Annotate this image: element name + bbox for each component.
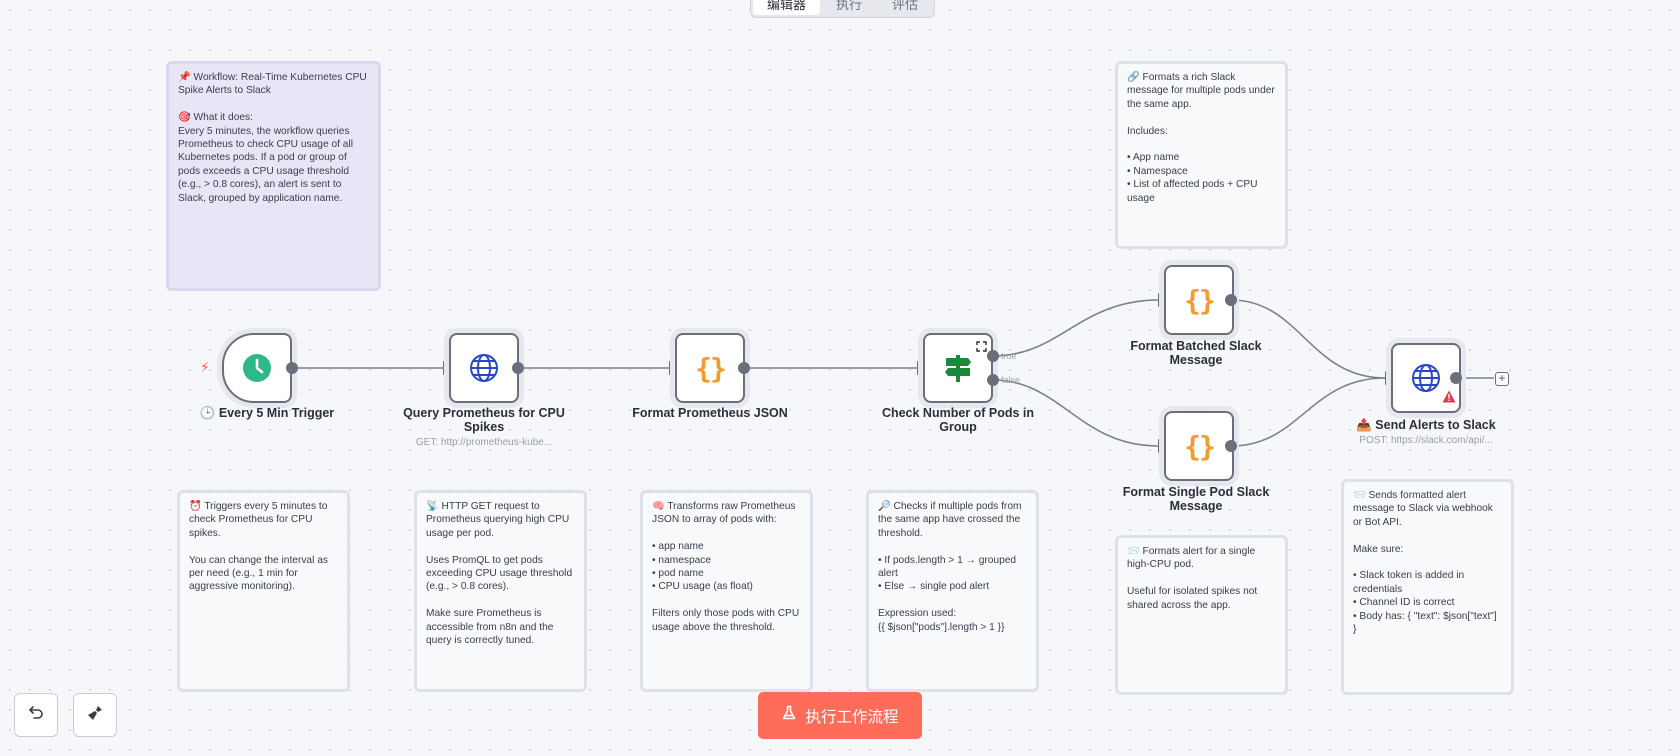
node-subtitle-query: GET: http://prometheus-kube... [415, 437, 553, 448]
sticky-note-check[interactable]: 🔎 Checks if multiple pods from the same … [866, 490, 1039, 692]
query-output-port[interactable] [512, 362, 524, 374]
clock-icon [242, 353, 272, 383]
send-output-port[interactable] [1450, 372, 1462, 384]
node-label-format-json: Format Prometheus JSON [632, 406, 788, 420]
braces-icon: {} [1184, 283, 1216, 317]
undo-button[interactable] [14, 693, 58, 737]
node-label-batched: Format Batched Slack Message [1130, 339, 1262, 367]
tab-editor[interactable]: 编辑器 [753, 0, 821, 15]
execute-workflow-button[interactable]: 执行工作流程 [758, 692, 922, 739]
node-label-send: 📤 Send Alerts to Slack [1356, 418, 1496, 432]
node-label-single: Format Single Pod Slack Message [1122, 485, 1270, 513]
check-false-port[interactable] [987, 374, 999, 386]
sticky-note-workflow[interactable]: 📌 Workflow: Real-Time Kubernetes CPU Spi… [166, 61, 381, 291]
format-output-port[interactable] [738, 362, 750, 374]
view-tabs: 编辑器 执行 评估 [750, 0, 936, 18]
node-format-single-pod-slack[interactable]: {} [1164, 411, 1234, 481]
braces-icon: {} [695, 351, 727, 385]
send-input-port[interactable] [1385, 371, 1392, 385]
expand-icon[interactable] [976, 339, 987, 357]
single-output-port[interactable] [1225, 440, 1237, 452]
node-query-prometheus[interactable] [449, 333, 519, 403]
single-input-port[interactable] [1158, 439, 1165, 453]
check-input-port[interactable] [917, 361, 924, 375]
tidy-up-button[interactable] [73, 693, 117, 737]
node-every-5-min-trigger[interactable] [222, 333, 292, 403]
node-send-alerts-to-slack[interactable] [1391, 343, 1461, 413]
tab-evaluations[interactable]: 评估 [892, 0, 919, 12]
batched-output-port[interactable] [1225, 294, 1237, 306]
node-label-check: Check Number of Pods in Group [881, 406, 1035, 434]
query-input-port[interactable] [443, 361, 450, 375]
undo-icon [27, 704, 45, 727]
node-subtitle-send: POST: https://slack.com/api/... [1359, 435, 1493, 446]
format-input-port[interactable] [669, 361, 676, 375]
sticky-note-http[interactable]: 📡 HTTP GET request to Prometheus queryin… [414, 490, 587, 692]
sticky-note-send[interactable]: 📨 Sends formatted alert message to Slack… [1341, 479, 1514, 695]
check-true-port[interactable] [987, 350, 999, 362]
sticky-note-single[interactable]: 📨 Formats alert for a single high-CPU po… [1115, 535, 1288, 695]
trigger-output-port[interactable] [286, 362, 298, 374]
batched-input-port[interactable] [1158, 293, 1165, 307]
true-branch-label: true [1001, 351, 1017, 361]
execute-workflow-label: 执行工作流程 [805, 708, 899, 726]
signpost-icon [942, 352, 974, 384]
broom-icon [86, 704, 104, 727]
false-branch-label: false [1001, 375, 1021, 385]
warning-icon[interactable] [1442, 390, 1456, 408]
node-label-query: Query Prometheus for CPU Spikes [403, 406, 565, 434]
sticky-note-transform[interactable]: 🧠 Transforms raw Prometheus JSON to arra… [640, 490, 813, 692]
node-format-batched-slack[interactable]: {} [1164, 265, 1234, 335]
node-format-prometheus-json[interactable]: {} [675, 333, 745, 403]
trigger-bolt-icon: ⚡ [200, 359, 210, 375]
flask-icon [781, 705, 797, 726]
node-label-trigger: 🕒 Every 5 Min Trigger [199, 406, 335, 420]
add-node-plus-icon[interactable]: + [1495, 372, 1509, 386]
globe-icon [468, 352, 500, 384]
node-check-number-of-pods[interactable] [923, 333, 993, 403]
tab-executions[interactable]: 执行 [836, 0, 863, 12]
braces-icon: {} [1184, 429, 1216, 463]
sticky-note-batched[interactable]: 🔗 Formats a rich Slack message for multi… [1115, 61, 1288, 249]
globe-icon [1410, 362, 1442, 394]
sticky-note-trigger[interactable]: ⏰ Triggers every 5 minutes to check Prom… [177, 490, 350, 692]
